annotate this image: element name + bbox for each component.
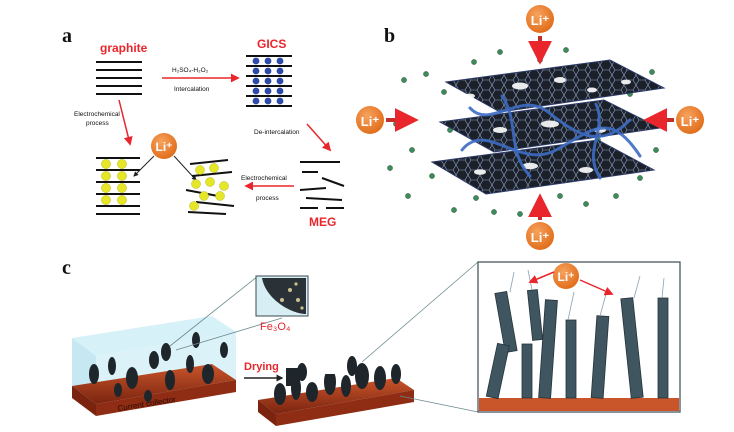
wet-electrode: Current collector [72,316,236,416]
li-ion-label-b-top: Li⁺ [531,13,550,28]
zoom-line-bottom [399,395,479,413]
graphene-stack [430,59,666,195]
dried-electrode [258,352,414,426]
fe3o4-label: Fe₃O₄ [260,321,291,333]
li-ion-label-b-bottom: Li⁺ [531,230,550,245]
li-ion-label-c: Li⁺ [558,270,575,284]
zoom-box: Li⁺ [477,261,681,413]
li-ion-label-b-left: Li⁺ [361,114,380,129]
graphite-layers [96,61,142,95]
fe3o4-inset: Fe₃O₄ [169,275,309,351]
graphene-sheet-bottom [430,139,656,195]
panel-label-c: c [62,257,71,279]
deintercalation-label: De-intercalation [254,129,300,136]
li-ion-badge-b-top: Li⁺ [526,5,554,65]
meg-layers [299,161,345,209]
lithiated-meg [185,159,235,215]
li-ion-label-b-right: Li⁺ [681,114,700,129]
li-ion-label-a: Li⁺ [156,140,173,154]
nanowires [460,94,642,180]
graphene-sheet-top [444,59,666,113]
meg-label: MEG [309,215,336,229]
deintercalation-arrow [306,123,332,152]
panel-label-b: b [384,25,395,47]
li-arrow-c-left [528,271,555,284]
li-ion-badge-b-right: Li⁺ [643,106,704,134]
li-arrow-left [133,155,155,177]
panel-b: b [356,5,704,250]
li-ion-badge-b-left: Li⁺ [356,106,419,134]
intercalation-reagent: H₂SO₄-H₂O₂ [172,67,209,74]
process-label-1: process [86,120,110,127]
electrochemical-label-2: Electrochemical [241,175,287,182]
electrochemical-arrow-down [118,99,133,146]
nanorods [485,289,669,400]
li-ion-badge-a: Li⁺ [151,133,177,159]
process-label-2: process [256,195,280,202]
nanorod-tips [509,269,665,321]
lithiated-graphite [96,157,140,215]
li-ion-badge-c: Li⁺ [553,263,579,289]
li-ion-badge-b-bottom: Li⁺ [526,193,554,250]
electrochemical-label-1: Electrochemical [74,111,120,118]
zoom-line-top [361,261,479,363]
gics-layers [246,55,292,107]
graphite-label: graphite [100,41,148,55]
panel-label-a: a [62,25,72,47]
panel-c: c Current collector [62,257,681,426]
intercalation-label: Intercalation [174,86,210,93]
drying-label: Drying [244,361,279,373]
panel-a: a graphite H₂SO₄-H₂O₂ Intercalation GICS [62,25,345,229]
li-arrow-c-right [579,279,614,296]
gics-label: GICS [257,37,286,51]
